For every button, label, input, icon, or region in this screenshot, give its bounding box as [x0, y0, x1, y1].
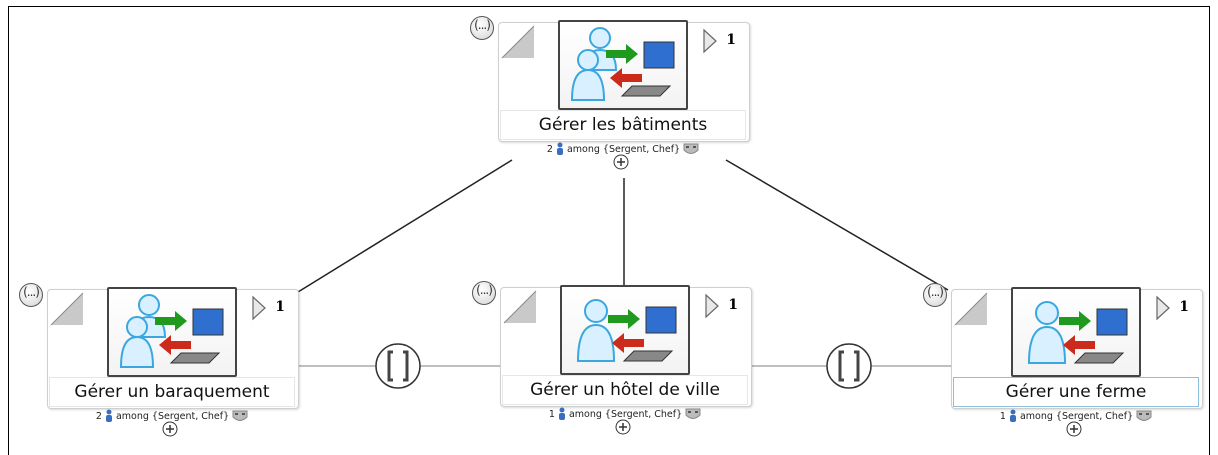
actor-count: 1	[548, 409, 555, 420]
play-icon[interactable]	[704, 293, 720, 319]
task-title[interactable]: Gérer un baraquement	[49, 377, 295, 407]
expand-plus-icon[interactable]	[613, 154, 629, 170]
interleave-bracket-icon	[375, 343, 421, 389]
diagram-frame	[8, 6, 1210, 455]
fold-corner-icon	[50, 292, 84, 326]
play-icon[interactable]	[251, 295, 267, 321]
fold-corner-icon	[501, 25, 535, 59]
user-icon	[105, 409, 112, 422]
edge-root-ferme	[725, 159, 949, 291]
iteration-count: 1	[275, 299, 285, 315]
expand-plus-icon[interactable]	[1066, 421, 1082, 437]
user-icon	[556, 142, 563, 155]
interaction-task-icon	[107, 287, 237, 377]
actor-text: among {Sergent, Chef}	[115, 411, 230, 422]
interaction-task-icon	[1011, 287, 1141, 377]
actor-count: 2	[95, 411, 102, 422]
actor-line: 1 among {Sergent, Chef}	[951, 409, 1201, 422]
actor-count: 2	[546, 144, 553, 155]
task-root[interactable]: (...) 1 Gérer les bâtiments 2 among {Ser…	[470, 16, 750, 170]
expand-plus-icon[interactable]	[615, 419, 631, 435]
play-icon[interactable]	[702, 28, 718, 54]
user-icon	[1009, 409, 1016, 422]
interleave-bracket-icon	[826, 343, 872, 389]
play-icon[interactable]	[1155, 295, 1171, 321]
task-title[interactable]: Gérer un hôtel de ville	[502, 375, 748, 405]
mask-icon	[685, 408, 701, 419]
task-ferme[interactable]: (...) 1 Gérer une ferme 1 among {Sergent…	[923, 283, 1203, 437]
iteration-count: 1	[728, 297, 738, 313]
actor-text: among {Sergent, Chef}	[568, 409, 683, 420]
more-button[interactable]: (...)	[923, 283, 947, 307]
fold-corner-icon	[503, 290, 537, 324]
actor-line: 2 among {Sergent, Chef}	[47, 409, 297, 422]
mask-icon	[683, 143, 699, 154]
actor-text: among {Sergent, Chef}	[1019, 411, 1134, 422]
mask-icon	[1136, 410, 1152, 421]
expand-plus-icon[interactable]	[162, 421, 178, 437]
edge-root-baraquement	[297, 159, 513, 293]
task-title[interactable]: Gérer les bâtiments	[500, 110, 746, 140]
task-hotel[interactable]: (...) 1 Gérer un hôtel de ville 1 among …	[472, 281, 752, 435]
actor-line: 2 among {Sergent, Chef}	[498, 142, 748, 155]
more-button[interactable]: (...)	[19, 283, 43, 307]
more-button[interactable]: (...)	[472, 281, 496, 305]
iteration-count: 1	[1179, 299, 1189, 315]
task-title[interactable]: Gérer une ferme	[953, 377, 1199, 407]
user-icon	[558, 407, 565, 420]
iteration-count: 1	[726, 32, 736, 48]
more-button[interactable]: (...)	[470, 16, 494, 40]
actor-line: 1 among {Sergent, Chef}	[500, 407, 750, 420]
interleave-operator-2[interactable]	[825, 342, 873, 390]
task-baraquement[interactable]: (...) 1 Gérer un baraquement 2 among {Se…	[19, 283, 299, 437]
actor-count: 1	[999, 411, 1006, 422]
interleave-operator-1[interactable]	[374, 342, 422, 390]
interaction-task-icon	[558, 20, 688, 110]
mask-icon	[232, 410, 248, 421]
interaction-task-icon	[560, 285, 690, 375]
fold-corner-icon	[954, 292, 988, 326]
actor-text: among {Sergent, Chef}	[566, 144, 681, 155]
